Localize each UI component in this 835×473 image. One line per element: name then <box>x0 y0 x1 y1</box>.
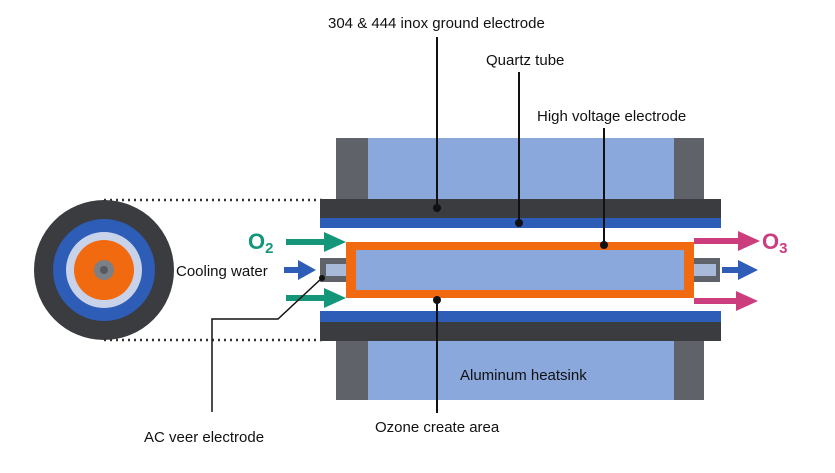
cooling-water-outlet-arrow <box>722 260 758 280</box>
quartz-tube-top <box>320 218 721 228</box>
label-ground-electrode: 304 & 444 inox ground electrode <box>328 15 545 32</box>
ground-electrode-top <box>320 199 721 218</box>
cooling-water-inlet-arrow <box>284 260 316 280</box>
heatsink-bottom <box>336 340 704 400</box>
quartz-tube-bottom <box>320 311 721 322</box>
leader-ac-veer-electrode <box>211 275 325 412</box>
o3-outlet-arrow-bottom <box>694 291 758 311</box>
label-cooling-water: Cooling water <box>176 263 268 280</box>
o2-inlet-arrow-bottom <box>286 288 346 308</box>
cross-section-core-center <box>100 266 108 274</box>
cross-section-view <box>34 200 174 340</box>
o3-label: O3 <box>762 229 787 257</box>
label-ozone-create-area: Ozone create area <box>375 419 500 436</box>
o2-inlet-arrow-top <box>286 232 346 252</box>
label-ac-veer-electrode: AC veer electrode <box>144 429 264 446</box>
label-quartz-tube: Quartz tube <box>486 52 564 69</box>
ground-electrode-bottom <box>320 322 721 341</box>
o3-outlet-arrow-top <box>694 231 760 251</box>
inner-cooling-channel <box>356 250 684 290</box>
o2-label: O2 <box>248 229 273 257</box>
label-high-voltage-electrode: High voltage electrode <box>537 108 686 125</box>
label-aluminum-heatsink: Aluminum heatsink <box>460 367 587 384</box>
